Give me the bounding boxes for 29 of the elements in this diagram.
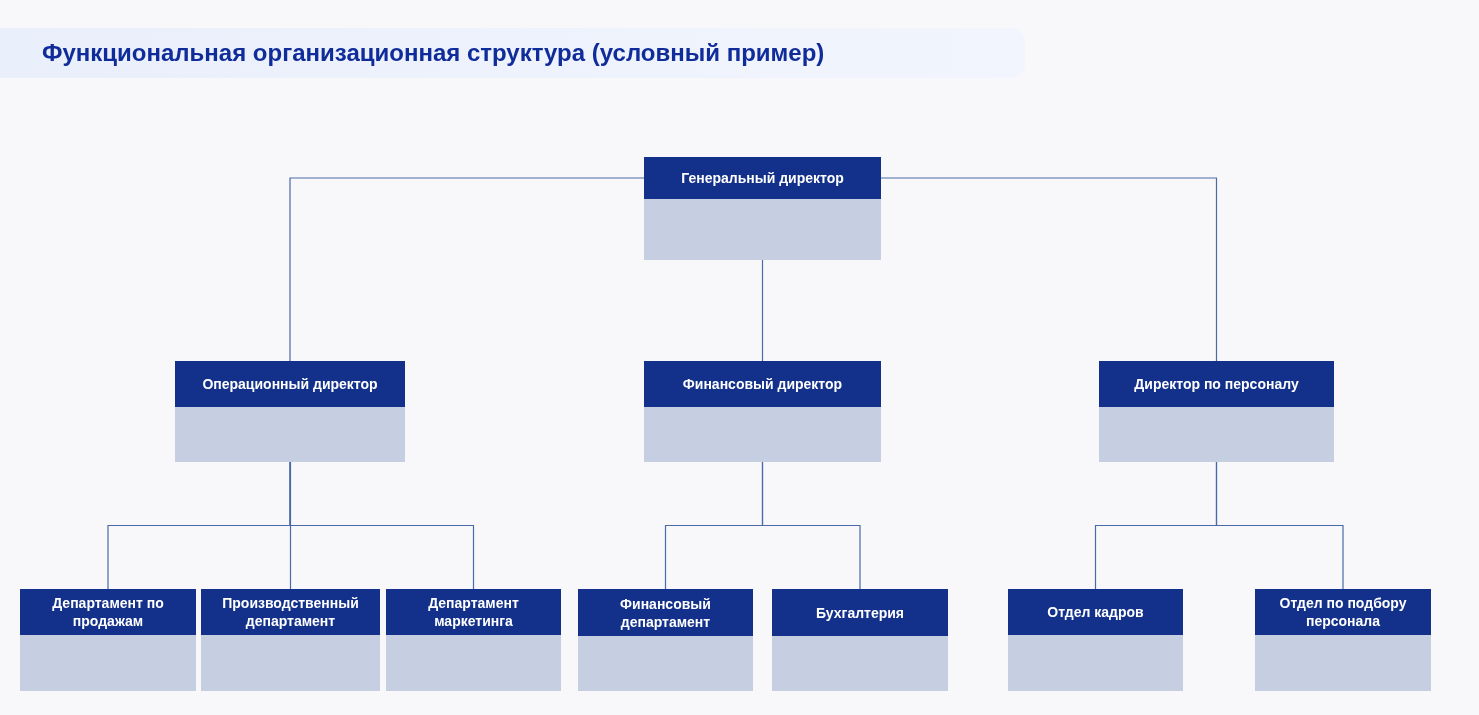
position-box: [1008, 589, 1183, 691]
position-box: [644, 361, 881, 462]
position-box: [20, 589, 196, 691]
connector-line: [761, 259, 764, 362]
position-box: [175, 361, 405, 462]
position-title: Департамент маркетинга: [427, 594, 520, 630]
position-title: Производственный департамент: [221, 594, 360, 630]
position-title: Отдел по подбору персонала: [1278, 594, 1408, 630]
position-title: Бухгалтерия: [815, 603, 905, 622]
position-box: [772, 589, 948, 691]
position-title: Финансовый департамент: [619, 594, 712, 631]
connector-line: [1215, 461, 1344, 590]
position-box: [1255, 589, 1431, 691]
position-title: Директор по персоналу: [1134, 375, 1299, 393]
connector-line: [289, 461, 475, 590]
position-box: [578, 589, 753, 691]
position-box: [201, 589, 380, 691]
connector-line: [761, 461, 861, 590]
position-title: Отдел кадров: [1047, 603, 1144, 621]
position-box: [386, 589, 561, 691]
position-title: Департамент по продажам: [51, 594, 165, 630]
connector-line: [880, 177, 1218, 362]
position-title: Операционный директор: [202, 375, 378, 393]
position-title: Финансовый директор: [682, 375, 843, 393]
position-box: [644, 157, 881, 260]
connector-line: [289, 177, 645, 362]
position-box: [1099, 361, 1334, 462]
diagram-title: Функциональная организационная структура (условный пример): [42, 38, 825, 68]
position-title: Генеральный директор: [681, 169, 844, 187]
